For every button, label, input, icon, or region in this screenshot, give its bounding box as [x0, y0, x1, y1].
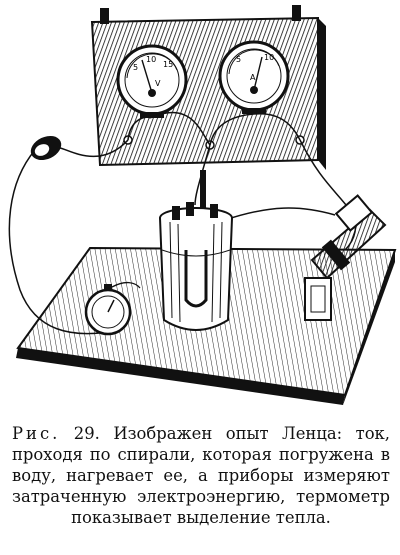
figure-label: Рис.: [12, 424, 61, 443]
voltmeter-scale-5: 5: [133, 63, 138, 72]
figure-caption: Рис. 29. Изображен опыт Ленца: ток, прох…: [12, 423, 390, 528]
lenz-experiment-illustration: 5 10 15 V 5 10 A: [8, 5, 397, 405]
ammeter-unit: A: [250, 73, 256, 82]
ammeter: 5 10 A: [218, 40, 290, 114]
calorimeter-vessel: [159, 170, 233, 331]
rheostat: [304, 194, 387, 321]
voltmeter-scale-15: 15: [163, 60, 173, 69]
stopwatch: [84, 281, 141, 336]
figure-number: 29.: [73, 424, 100, 443]
voltmeter-scale-10: 10: [146, 55, 156, 64]
ammeter-scale-5: 5: [236, 55, 241, 64]
electrical-plug: [30, 135, 62, 161]
voltmeter: 5 10 15 V: [116, 44, 188, 118]
voltmeter-unit: V: [155, 79, 161, 88]
ammeter-scale-10: 10: [264, 53, 274, 62]
figure-caption-text: Изображен опыт Ленца: ток, проходя по сп…: [12, 424, 391, 527]
